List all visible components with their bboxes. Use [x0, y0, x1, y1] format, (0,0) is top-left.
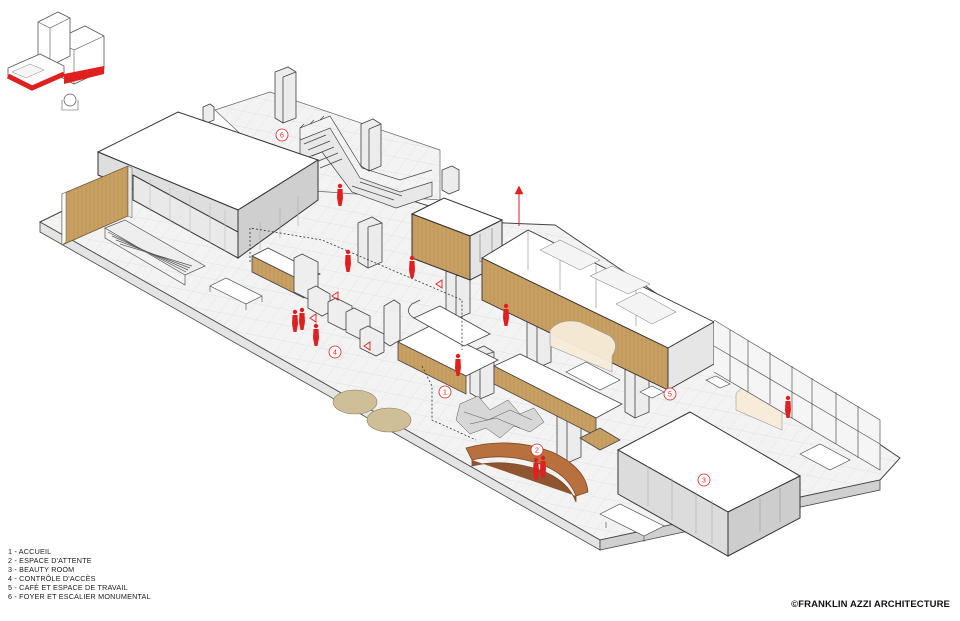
- legend-item-beauty-room: 3 - BEAUTY ROOM: [8, 564, 75, 574]
- display-counter: [104, 219, 206, 286]
- zone-number: 5: [668, 392, 672, 399]
- zone-marker-2: 2: [530, 443, 544, 457]
- people-figures: [292, 183, 791, 480]
- wood-wall-panel: [61, 165, 133, 246]
- furniture: [209, 277, 851, 542]
- copyright-credit: ©FRANKLIN AZZI ARCHITECTURE: [791, 599, 950, 610]
- zone-number: 1: [443, 390, 447, 397]
- legend: 1 - ACCUEIL 2 - ESPACE D'ATTENTE 3 - BEA…: [8, 547, 151, 601]
- zone-number: 2: [535, 448, 539, 455]
- zone-number: 3: [702, 478, 706, 485]
- access-gates: [293, 253, 401, 357]
- legend-item-accueil: 1 - ACCUEIL: [8, 547, 52, 556]
- legend-item-cafe-travail: 5 - CAFÉ ET ESPACE DE TRAVAIL: [8, 582, 128, 592]
- curved-bench: [465, 442, 589, 503]
- volume-left: [96, 111, 320, 259]
- zone-number: 6: [280, 133, 284, 140]
- sculpture: [455, 395, 545, 439]
- zone-marker-3: 3: [697, 473, 711, 487]
- volume-right: [616, 411, 802, 557]
- access-triangles: [309, 279, 443, 351]
- key-map: [6, 11, 105, 111]
- direction-arrow: [514, 185, 524, 226]
- circulation-lines: [249, 227, 477, 441]
- zone-marker-5: 5: [663, 387, 677, 401]
- legend-item-foyer-escalier: 6 - FOYER ET ESCALIER MONUMENTAL: [8, 591, 151, 601]
- legend-item-espace-attente: 2 - ESPACE D'ATTENTE: [8, 555, 92, 565]
- zone-marker-1: 1: [438, 385, 452, 399]
- monumental-staircase: [299, 115, 433, 209]
- zone-number: 4: [333, 350, 337, 357]
- legend-item-controle-acces: 4 - CONTRÔLE D'ACCÈS: [8, 573, 96, 583]
- round-rugs: [332, 389, 412, 433]
- glazed-facade: [713, 319, 881, 471]
- zone-marker-4: 4: [328, 345, 342, 359]
- zone-marker-6: 6: [275, 128, 289, 142]
